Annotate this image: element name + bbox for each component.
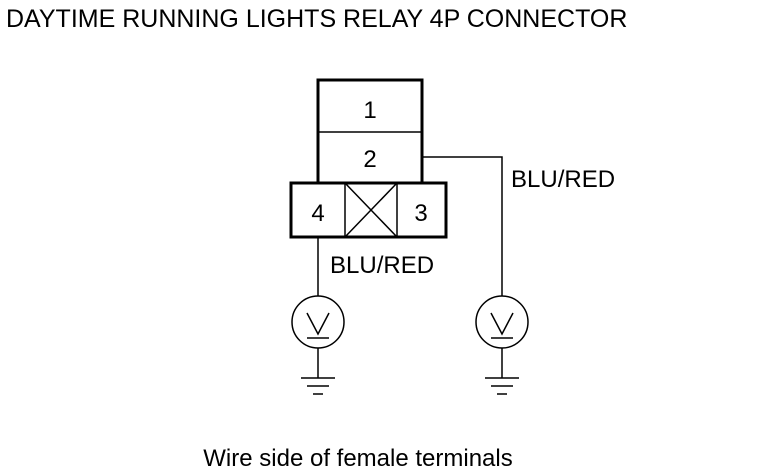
terminal-3-label: 3 xyxy=(414,200,427,227)
terminal-2-wire xyxy=(422,156,503,296)
connector xyxy=(289,78,448,239)
terminal-2-wire-color: BLU/RED xyxy=(511,166,615,193)
diagram-title: DAYTIME RUNNING LIGHTS RELAY 4P CONNECTO… xyxy=(6,5,627,33)
terminal-1-label: 1 xyxy=(363,97,376,124)
terminal-4-label: 4 xyxy=(311,200,324,227)
unused-cavity-icon xyxy=(344,182,398,238)
terminal-2-label: 2 xyxy=(363,146,376,173)
connector-lower-housing xyxy=(289,181,448,239)
ground-icon xyxy=(485,348,519,395)
diagram-caption: Wire side of female terminals xyxy=(203,445,512,472)
voltmeter-probe-icon xyxy=(475,295,529,349)
ground-icon xyxy=(301,348,335,395)
voltmeter-probe-icon xyxy=(291,295,345,349)
terminal-4-wire-color: BLU/RED xyxy=(330,252,434,279)
